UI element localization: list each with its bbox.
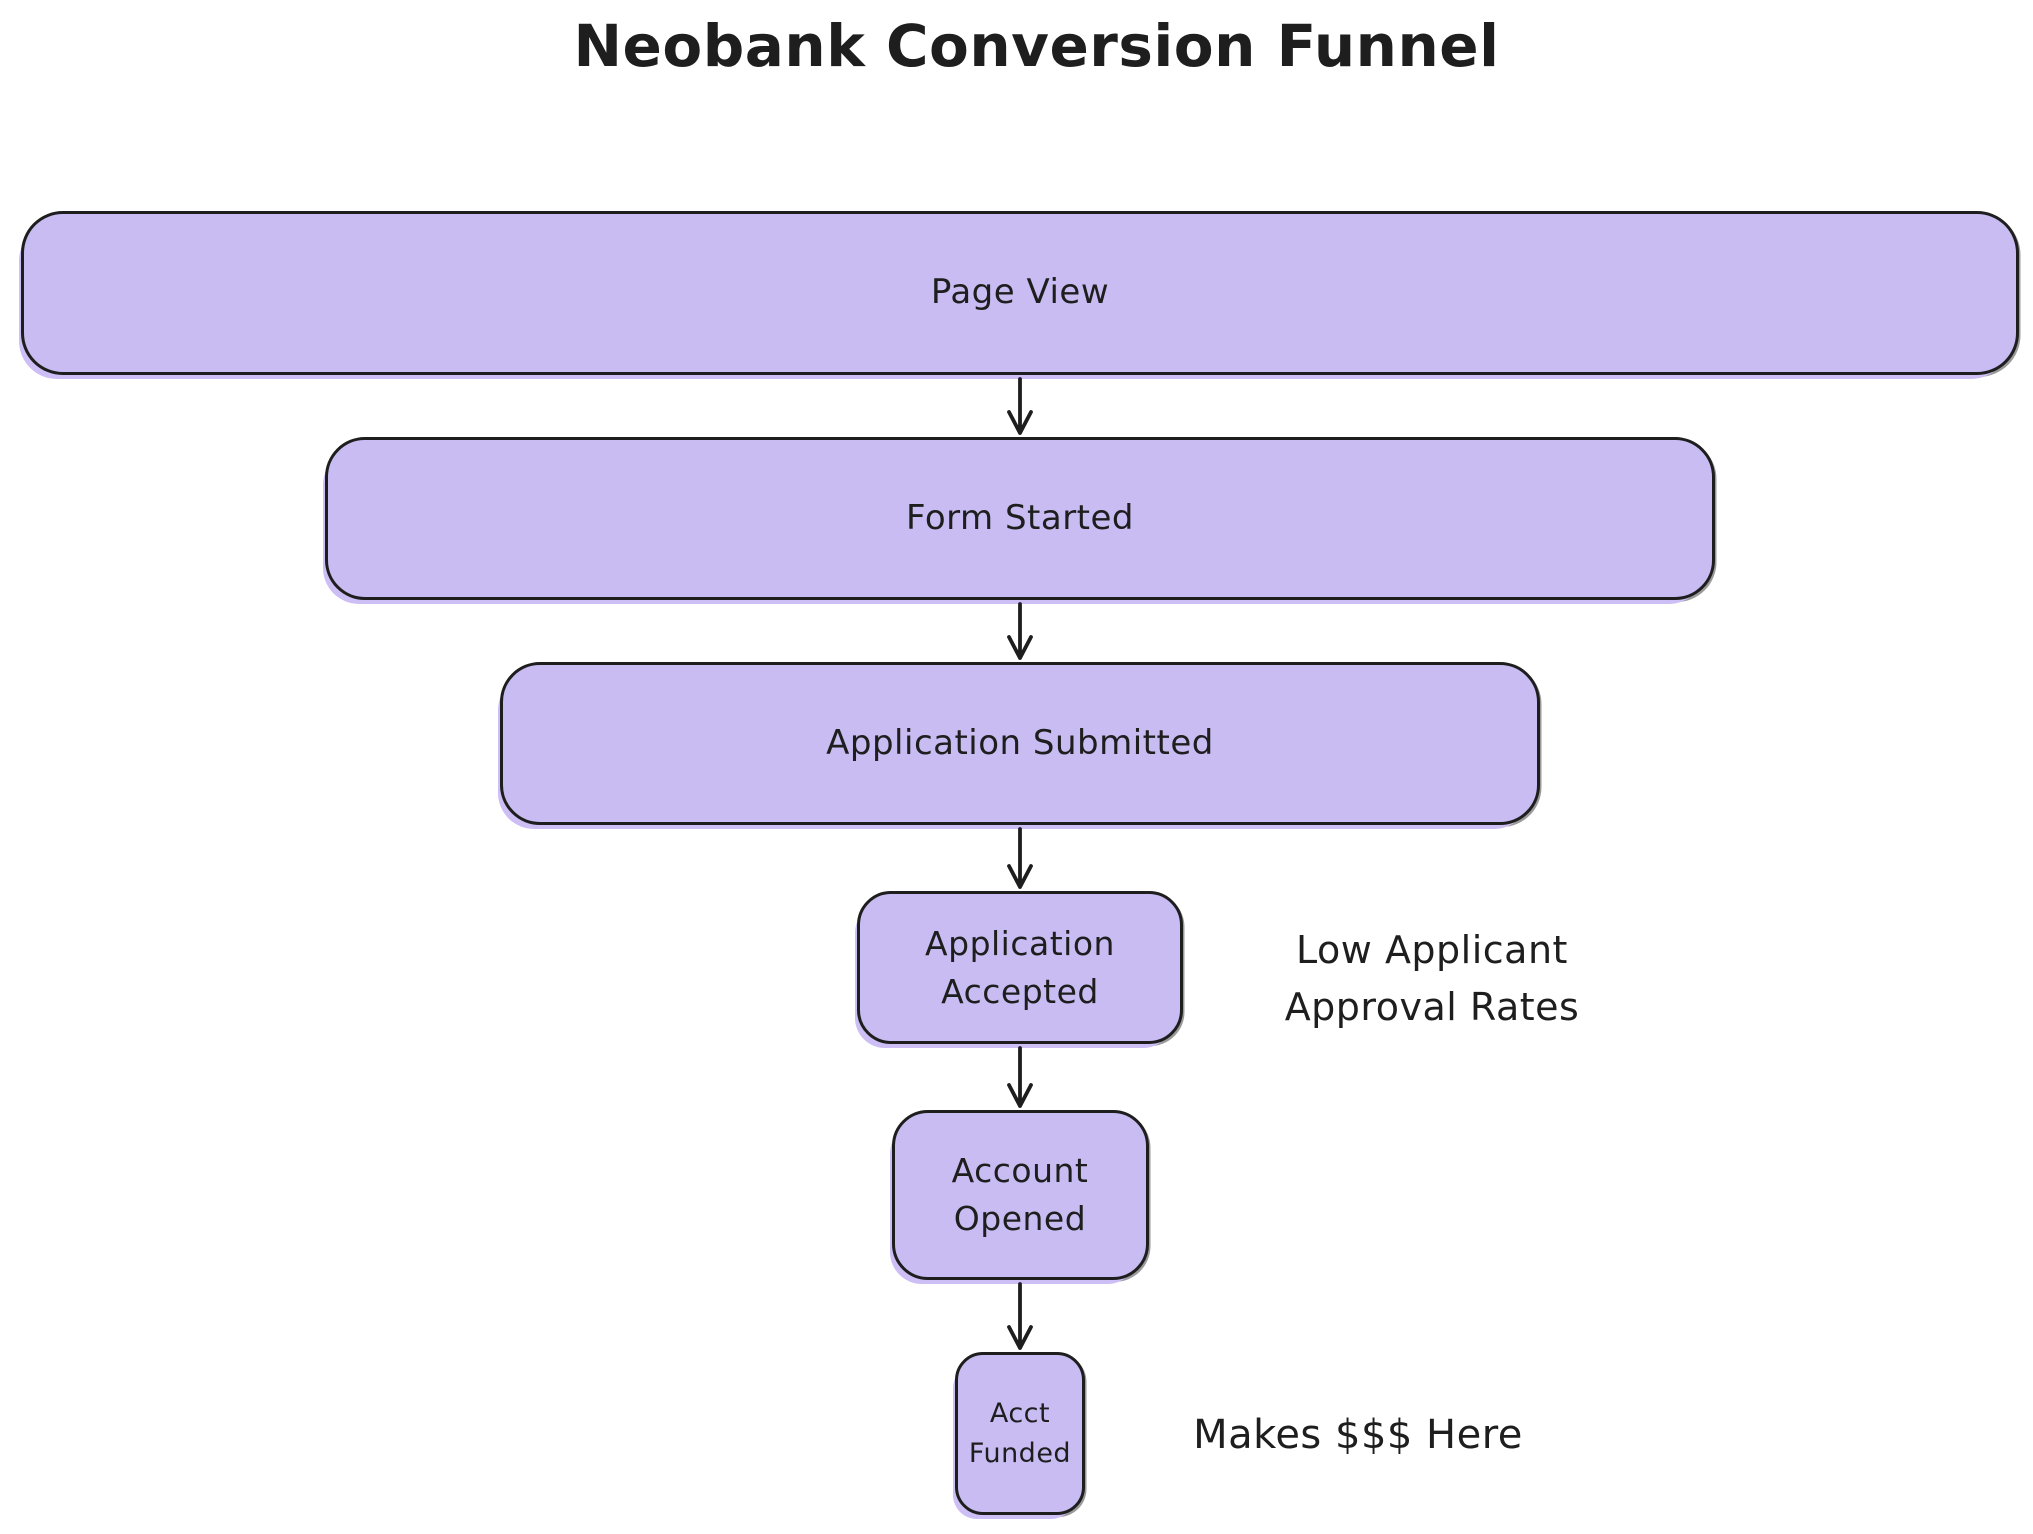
stage-account-opened[interactable]: Account Opened	[891, 1110, 1149, 1280]
stage-page-view[interactable]: Page View	[21, 211, 2019, 375]
stage-application-submitted[interactable]: Application Submitted	[500, 662, 1540, 825]
stage-label-page-view: Page View	[930, 272, 1110, 313]
stage-label-form-started: Form Started	[905, 497, 1134, 538]
arrow-connector-application-submitted-to-application-accepted	[1007, 827, 1033, 889]
stage-label-application-submitted: Application Submitted	[826, 722, 1214, 763]
arrow-connector-form-started-to-application-submitted	[1007, 602, 1033, 660]
annotation-low-approval-note: Low Applicant Approval Rates	[1284, 928, 1580, 1029]
stage-label-account-opened: Account Opened	[951, 1151, 1089, 1238]
stage-application-accepted[interactable]: Application Accepted	[857, 891, 1183, 1044]
stage-label-acct-funded: Acct Funded	[968, 1398, 1072, 1469]
stage-form-started[interactable]: Form Started	[325, 437, 1715, 600]
annotation-makes-money-note: Makes $$$ Here	[1193, 1412, 1523, 1458]
stage-acct-funded[interactable]: Acct Funded	[955, 1352, 1085, 1515]
arrow-connector-application-accepted-to-account-opened	[1007, 1046, 1033, 1108]
stage-label-application-accepted: Application Accepted	[925, 923, 1115, 1011]
arrow-connector-page-view-to-form-started	[1007, 377, 1033, 435]
arrow-connector-account-opened-to-acct-funded	[1007, 1282, 1033, 1350]
diagram-title: Neobank Conversion Funnel	[573, 12, 1500, 80]
